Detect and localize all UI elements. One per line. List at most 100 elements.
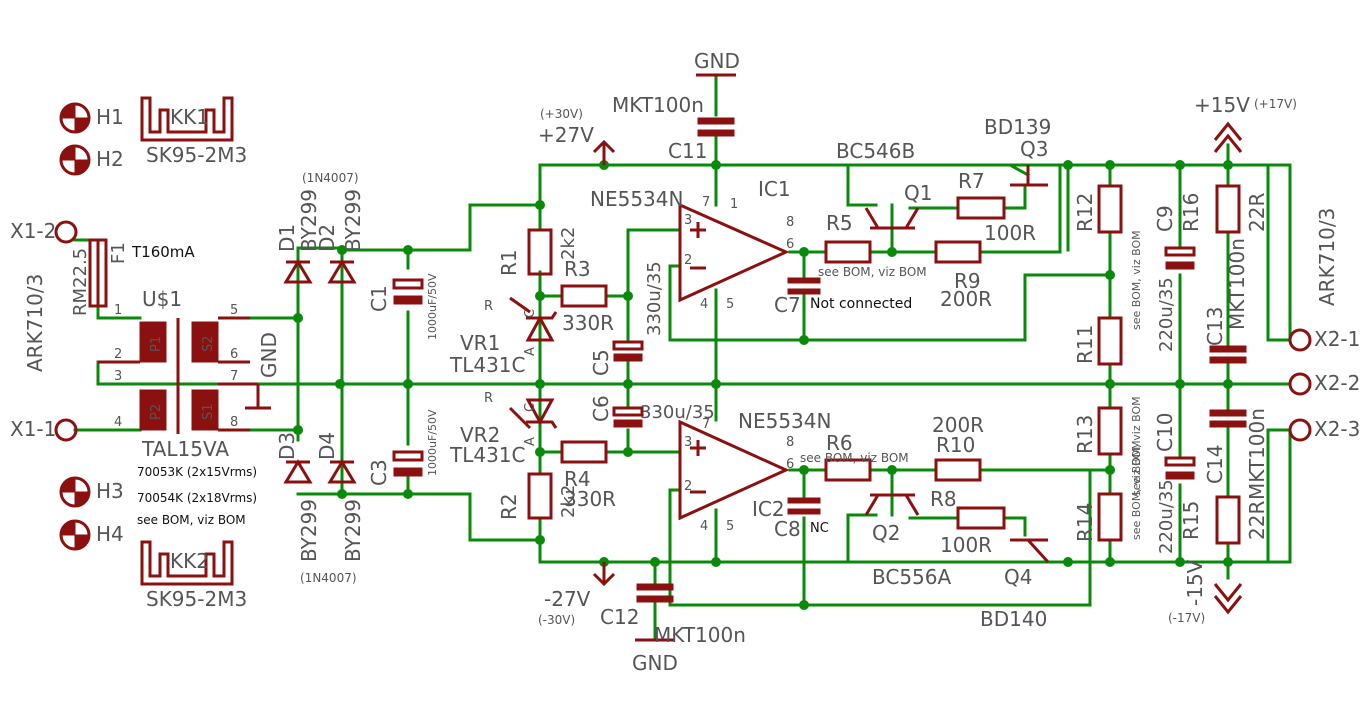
n17-label: (-17V) — [1168, 611, 1205, 625]
by3-label: BY299 — [297, 499, 321, 562]
f1-label: F1 — [108, 242, 129, 264]
q3-label: Q3 — [1020, 137, 1048, 161]
x23-label: X2-3 — [1314, 417, 1360, 441]
vr1-r-pin: R — [484, 299, 493, 314]
ic1-pin8: 8 — [786, 215, 794, 230]
vr1-c-pin: C — [523, 309, 538, 318]
n27-label: -27V — [544, 587, 591, 611]
r15-value: 22R — [1245, 501, 1269, 540]
r7-value: 100R — [984, 221, 1036, 245]
r13-label: R13 — [1073, 415, 1097, 454]
mkt11-label: MKT100n — [612, 93, 704, 117]
c3-label: C3 — [367, 459, 391, 486]
us1-label: U$1 — [142, 287, 182, 311]
c7-value: Not connected — [810, 296, 912, 312]
r12-value: see BOM, viz BOM — [1130, 230, 1143, 330]
h2-label: H2 — [96, 147, 124, 171]
tal-label: TAL15VA — [141, 437, 229, 461]
s2-label: S2 — [201, 335, 216, 352]
labels: H1 H2 H3 H4 KK1 KK2 SK95-2M3 SK95-2M3 X1… — [10, 49, 1360, 675]
film-caps — [636, 117, 1247, 603]
s1-label: S1 — [201, 403, 216, 420]
tr-pin5: 5 — [230, 303, 238, 318]
vr1-label: VR1 — [460, 331, 500, 355]
in2-label: (1N4007) — [300, 571, 357, 585]
kk2-label: KK2 — [170, 549, 209, 573]
c5-value: 330u/35 — [644, 261, 665, 336]
r5-label: R5 — [826, 211, 853, 235]
c5-label: C5 — [589, 349, 613, 376]
tr-pin3: 3 — [114, 369, 122, 384]
d1-label: D1 — [275, 224, 299, 252]
ic1-pin3: 3 — [684, 213, 692, 228]
h4-label: H4 — [96, 522, 124, 546]
rm-label: RM22.5 — [70, 248, 91, 316]
vr2-c-pin: C — [523, 403, 538, 412]
ark-right-label: ARK710/3 — [1315, 208, 1339, 306]
connectors — [54, 220, 1312, 442]
p2-label: P2 — [149, 404, 164, 420]
ic1-pin4: 4 — [700, 297, 708, 312]
note1-label: 70053K (2x15Vrms) — [137, 465, 257, 479]
r9-value: 200R — [940, 287, 992, 311]
q2-label: Q2 — [872, 521, 900, 545]
mounting-holes — [59, 102, 91, 551]
c9-value: 220u/35 — [1156, 277, 1177, 352]
d2-label: D2 — [315, 224, 339, 252]
vr1-a-pin: A — [523, 347, 538, 356]
ic2-pin5: 5 — [726, 519, 734, 534]
r16-value: 22R — [1245, 193, 1269, 232]
supply-symbols — [592, 73, 1243, 642]
tl431-regulators — [508, 296, 558, 430]
c13-value: MKT100n — [1225, 238, 1249, 330]
c7-label: C7 — [774, 293, 801, 317]
ic2-pin2: 2 — [684, 479, 692, 494]
bd139-label: BD139 — [984, 115, 1051, 139]
r15-label: R15 — [1179, 501, 1203, 540]
p30-label: (+30V) — [540, 107, 583, 121]
ic2-pin6: 6 — [786, 457, 794, 472]
c11-label: C11 — [668, 139, 707, 163]
p1-label: P1 — [149, 336, 164, 352]
c14-label: C14 — [1203, 445, 1227, 484]
r11-label: R11 — [1073, 325, 1097, 364]
transistors — [864, 165, 1050, 564]
ic2-pin3: 3 — [684, 435, 692, 450]
x22-label: X2-2 — [1314, 371, 1360, 395]
tr-pin2: 2 — [114, 347, 122, 362]
bc546-label: BC546B — [836, 139, 915, 163]
vr2-a-pin: A — [523, 437, 538, 446]
tl1-label: TL431C — [449, 353, 526, 377]
p15-label: +15V — [1194, 93, 1250, 117]
r2-value: 2k2 — [558, 485, 579, 518]
electrolytic-caps — [392, 246, 1196, 480]
c13-label: C13 — [1203, 307, 1227, 346]
vr2-r-pin: R — [484, 391, 493, 406]
c9-label: C9 — [1153, 205, 1177, 232]
x11-label: X1-1 — [10, 417, 56, 441]
c10-label: C10 — [1153, 413, 1177, 452]
r7-label: R7 — [958, 169, 985, 193]
c14-value: MKT100n — [1245, 408, 1269, 500]
d4-label: D4 — [315, 432, 339, 460]
r10-value: 200R — [932, 413, 984, 437]
r4-label: R4 — [564, 467, 591, 491]
in1-label: (1N4007) — [302, 171, 359, 185]
ic1-pin7: 7 — [702, 195, 710, 210]
r14-label: R14 — [1073, 503, 1097, 542]
ic1-pin1: 1 — [730, 197, 738, 212]
r3-value: 330R — [562, 311, 614, 335]
tr-pin1: 1 — [114, 303, 122, 318]
r13-value: see BOM, viz BOM — [1130, 396, 1143, 496]
kk1-label: KK1 — [170, 105, 209, 129]
tr-pin7: 7 — [230, 369, 238, 384]
sk2-label: SK95-2M3 — [146, 587, 247, 611]
r9-label: R9 — [954, 269, 981, 293]
c10-value: 220u/35 — [1156, 479, 1177, 554]
sk1-label: SK95-2M3 — [146, 143, 247, 167]
p17-label: (+17V) — [1254, 97, 1297, 111]
q4-label: Q4 — [1004, 565, 1032, 589]
r6-label: R6 — [826, 431, 853, 455]
ic1-pin6: 6 — [786, 237, 794, 252]
note3-label: see BOM, viz BOM — [137, 513, 246, 527]
